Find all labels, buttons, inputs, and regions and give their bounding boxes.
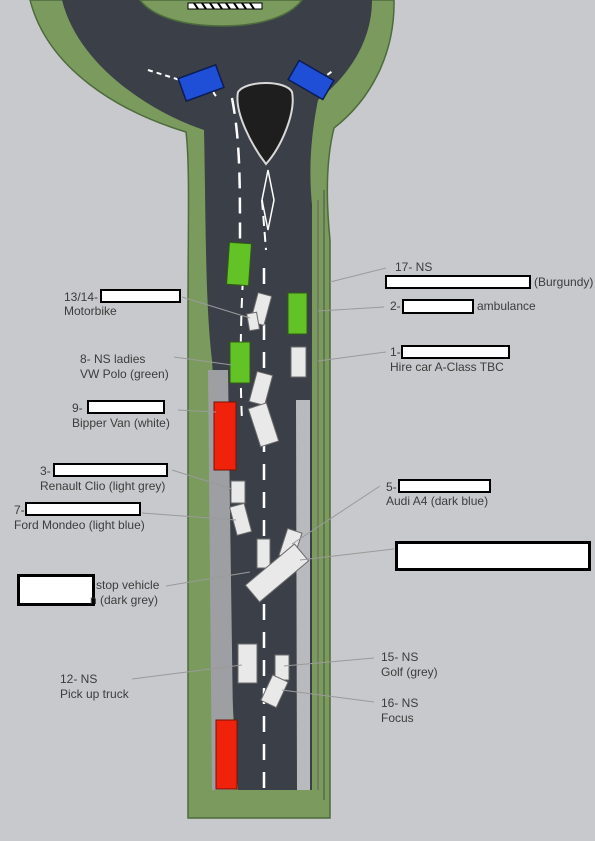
redaction-17 [385, 275, 531, 289]
vehicle-white-van [247, 402, 280, 448]
vehicle-15-golf [274, 654, 290, 681]
vehicle-16-focus [260, 674, 289, 709]
label-16-line2: Focus [381, 711, 414, 725]
label-9-line2: Bipper Van (white) [72, 416, 170, 430]
redaction-1 [401, 345, 510, 359]
label-3-line2: Renault Clio (light grey) [40, 479, 166, 493]
vehicle-13-motorbike [246, 311, 261, 332]
label-7-line2: Ford Mondeo (light blue) [14, 518, 145, 532]
vehicle-7-ford-mondeo [229, 502, 253, 536]
redaction-7 [25, 502, 141, 516]
leader-lines [131, 267, 395, 703]
vehicle-green-upper [226, 241, 252, 287]
light-vehicles [229, 292, 310, 709]
right-inner-verge [296, 400, 310, 790]
left-inner-verge [208, 370, 234, 790]
label-8-line2: VW Polo (green) [80, 367, 169, 381]
vehicle-8-vw-polo [229, 341, 251, 384]
label-12-line2: Pick up truck [60, 687, 129, 701]
redaction-large-right [395, 541, 591, 571]
splitter-island [236, 82, 294, 166]
label-8-line1: 8- NS ladies [80, 352, 146, 366]
label-17-suffix: (Burgundy) [534, 275, 594, 289]
label-17-line1: 17- NS [395, 260, 433, 274]
redaction-5 [398, 479, 491, 493]
redaction-13 [100, 289, 181, 303]
label-5-line2: Audi A4 (dark blue) [386, 494, 489, 508]
label-13-prefix: 13/14- [64, 290, 99, 304]
redaction-9 [87, 400, 165, 414]
vehicle-2-ambulance [287, 292, 308, 335]
label-3-prefix: 3- [40, 464, 51, 478]
vehicle-3-renault-clio [230, 480, 246, 504]
label-stop-line1: stop vehicle [96, 578, 160, 592]
label-12-line1: 12- NS [60, 672, 98, 686]
label-7-prefix: 7- [14, 503, 25, 517]
label-9-prefix: 9- [72, 401, 83, 415]
vehicle-12-pick-up-truck [237, 643, 258, 684]
vehicle-stop-vehicle [244, 543, 310, 603]
label-1-prefix: 1- [390, 345, 401, 359]
vehicle-9-bipper-van [213, 401, 237, 471]
roundabout-chevron-sign [187, 2, 263, 10]
vehicle-red-lower [215, 719, 238, 790]
redaction-3 [53, 463, 168, 477]
label-15-line1: 15- NS [381, 650, 419, 664]
label-5-prefix: 5- [386, 480, 397, 494]
vehicle-upper-centre [248, 370, 274, 407]
label-13-line2: Motorbike [64, 304, 117, 318]
vehicle-1-hire-car [290, 346, 307, 378]
vehicle-centre-small [256, 538, 271, 569]
label-15-line2: Golf (grey) [381, 665, 438, 679]
police-vehicle-left [177, 63, 225, 103]
label-2-prefix: 2- [390, 299, 401, 313]
redaction-2 [402, 299, 474, 314]
label-stop-line2: n (dark grey) [90, 593, 159, 607]
police-vehicle-right [287, 59, 335, 101]
label-2-suffix: ambulance [477, 299, 536, 313]
label-1-line2: Hire car A-Class TBC [390, 360, 504, 374]
redaction-stop-vehicle [17, 574, 95, 606]
label-16-line1: 16- NS [381, 696, 419, 710]
